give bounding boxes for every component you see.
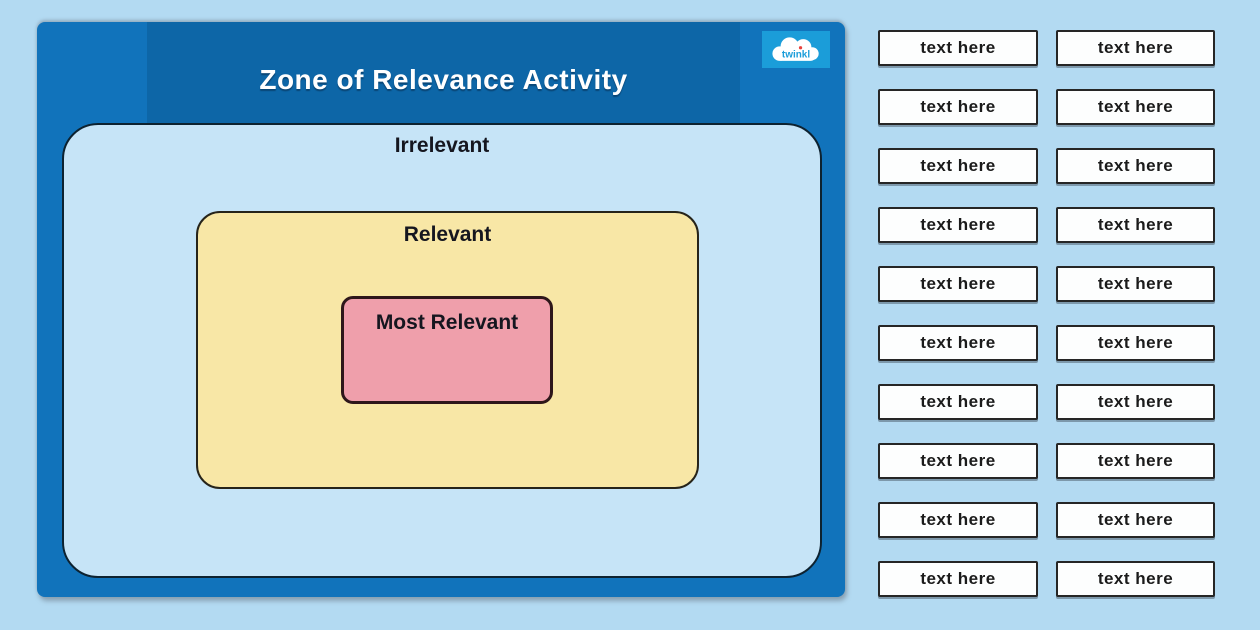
word-card[interactable]: text here xyxy=(878,207,1038,243)
word-card[interactable]: text here xyxy=(1056,30,1215,66)
word-card-list: text here text here text here text here … xyxy=(878,30,1215,597)
word-card[interactable]: text here xyxy=(1056,384,1215,420)
zone-most-relevant-label: Most Relevant xyxy=(375,311,519,334)
word-card[interactable]: text here xyxy=(878,266,1038,302)
word-card[interactable]: text here xyxy=(878,30,1038,66)
word-card[interactable]: text here xyxy=(878,325,1038,361)
word-card[interactable]: text here xyxy=(1056,502,1215,538)
logo-dot xyxy=(798,45,803,49)
word-card[interactable]: text here xyxy=(1056,443,1215,479)
word-card[interactable]: text here xyxy=(878,502,1038,538)
cloud-icon: twinkl xyxy=(772,36,819,61)
zone-relevant[interactable]: Relevant Most Relevant xyxy=(196,211,699,489)
zone-most-relevant[interactable]: Most Relevant xyxy=(341,296,553,404)
zone-irrelevant[interactable]: Irrelevant Relevant Most Relevant xyxy=(62,123,822,578)
page-title: Zone of Relevance Activity xyxy=(259,63,628,95)
word-card[interactable]: text here xyxy=(878,443,1038,479)
logo-wordmark: twinkl xyxy=(782,49,810,60)
word-card[interactable]: text here xyxy=(1056,266,1215,302)
word-card[interactable]: text here xyxy=(1056,207,1215,243)
word-card[interactable]: text here xyxy=(878,89,1038,125)
word-card[interactable]: text here xyxy=(1056,148,1215,184)
word-card[interactable]: text here xyxy=(1056,325,1215,361)
zone-irrelevant-label: Irrelevant xyxy=(394,134,490,157)
twinkl-logo: twinkl xyxy=(762,31,830,68)
word-card[interactable]: text here xyxy=(878,561,1038,597)
main-board: Zone of Relevance Activity twinkl Irrele… xyxy=(37,22,845,597)
word-card[interactable]: text here xyxy=(1056,561,1215,597)
word-card[interactable]: text here xyxy=(878,148,1038,184)
zone-relevant-label: Relevant xyxy=(403,223,492,246)
word-card[interactable]: text here xyxy=(1056,89,1215,125)
board-header: Zone of Relevance Activity xyxy=(147,22,740,123)
word-card[interactable]: text here xyxy=(878,384,1038,420)
